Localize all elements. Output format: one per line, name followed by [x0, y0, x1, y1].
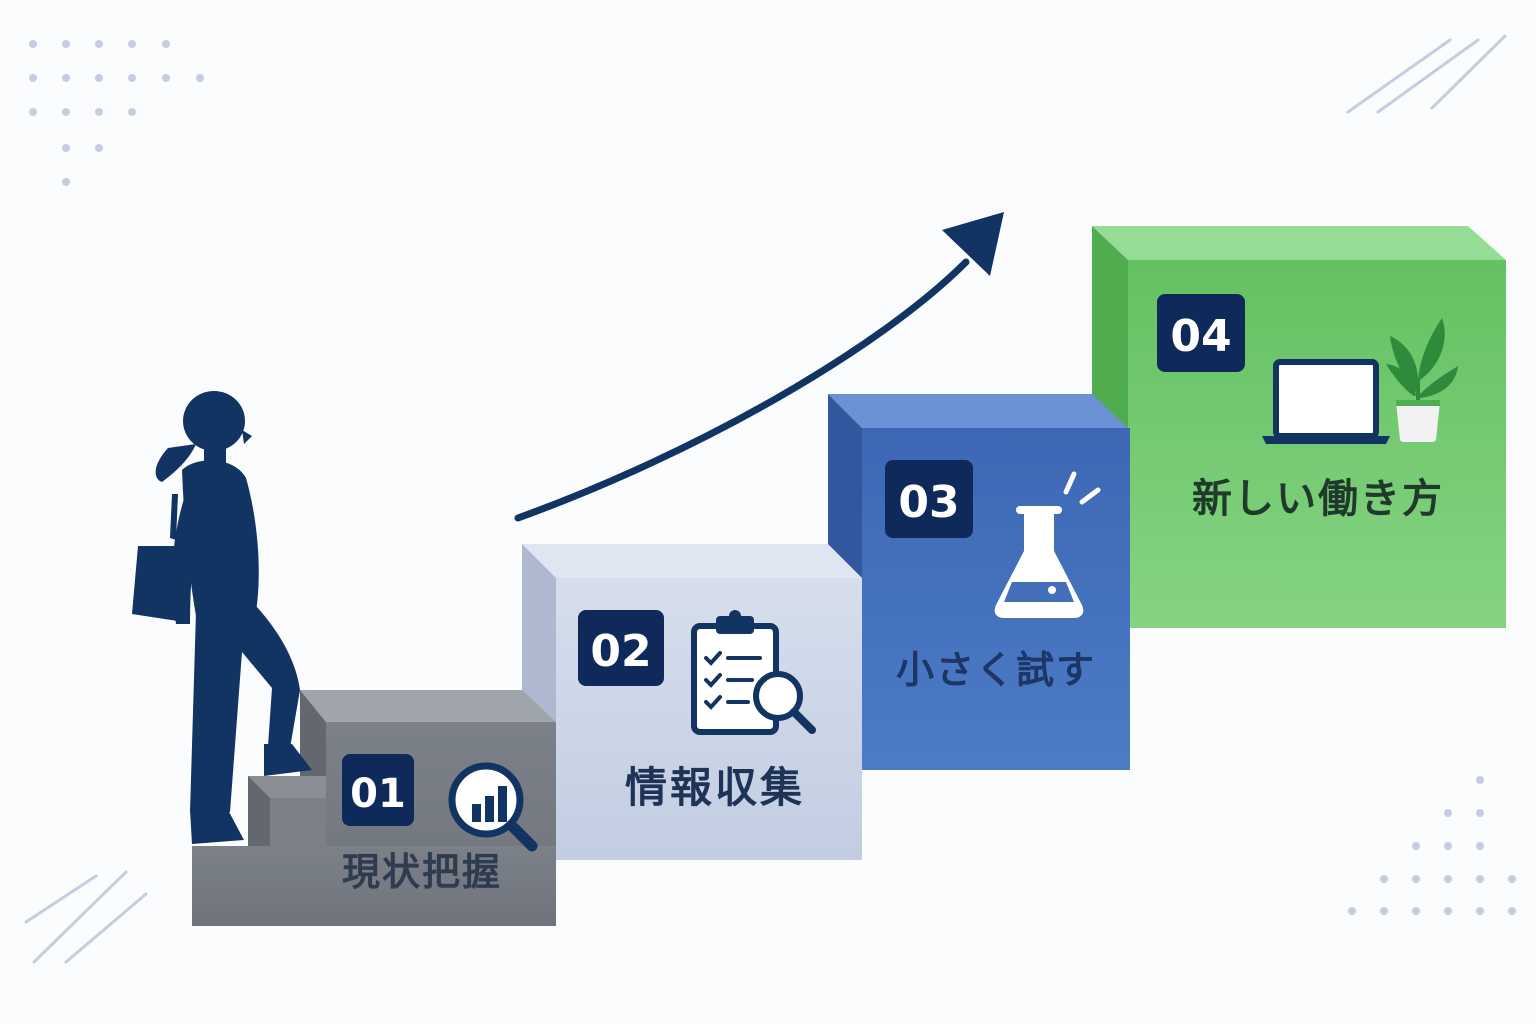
- decor-dots-top-left: [29, 40, 204, 186]
- step-02-badge: 02: [578, 610, 664, 686]
- step-02-number: 02: [590, 626, 651, 677]
- decor-lines-top-right: [1346, 34, 1507, 114]
- step-01-number: 01: [350, 771, 406, 817]
- step-04-badge: 04: [1157, 294, 1245, 372]
- step-01-label: 現状把握: [342, 850, 502, 894]
- step-03-label: 小さく試す: [896, 648, 1096, 692]
- decor-lines-bottom-left: [24, 870, 148, 964]
- step-04-number: 04: [1170, 311, 1231, 362]
- flask-icon: [994, 471, 1101, 618]
- step-03-badge: 03: [885, 460, 973, 538]
- step-03-block: [828, 394, 1130, 770]
- step-01-badge: 01: [342, 754, 414, 826]
- clipboard-search-icon: [691, 610, 816, 735]
- step-03-number: 03: [898, 477, 959, 528]
- woman-climbing-stairs-icon: [132, 391, 312, 844]
- decor-dots-bottom-right: [1348, 776, 1516, 915]
- laptop-plant-icon: [1262, 318, 1458, 444]
- growth-arrow-icon: [514, 212, 1004, 522]
- step-02-label: 情報収集: [625, 763, 805, 812]
- magnifier-chart-icon: [448, 762, 538, 852]
- step-04-label: 新しい働き方: [1192, 476, 1444, 522]
